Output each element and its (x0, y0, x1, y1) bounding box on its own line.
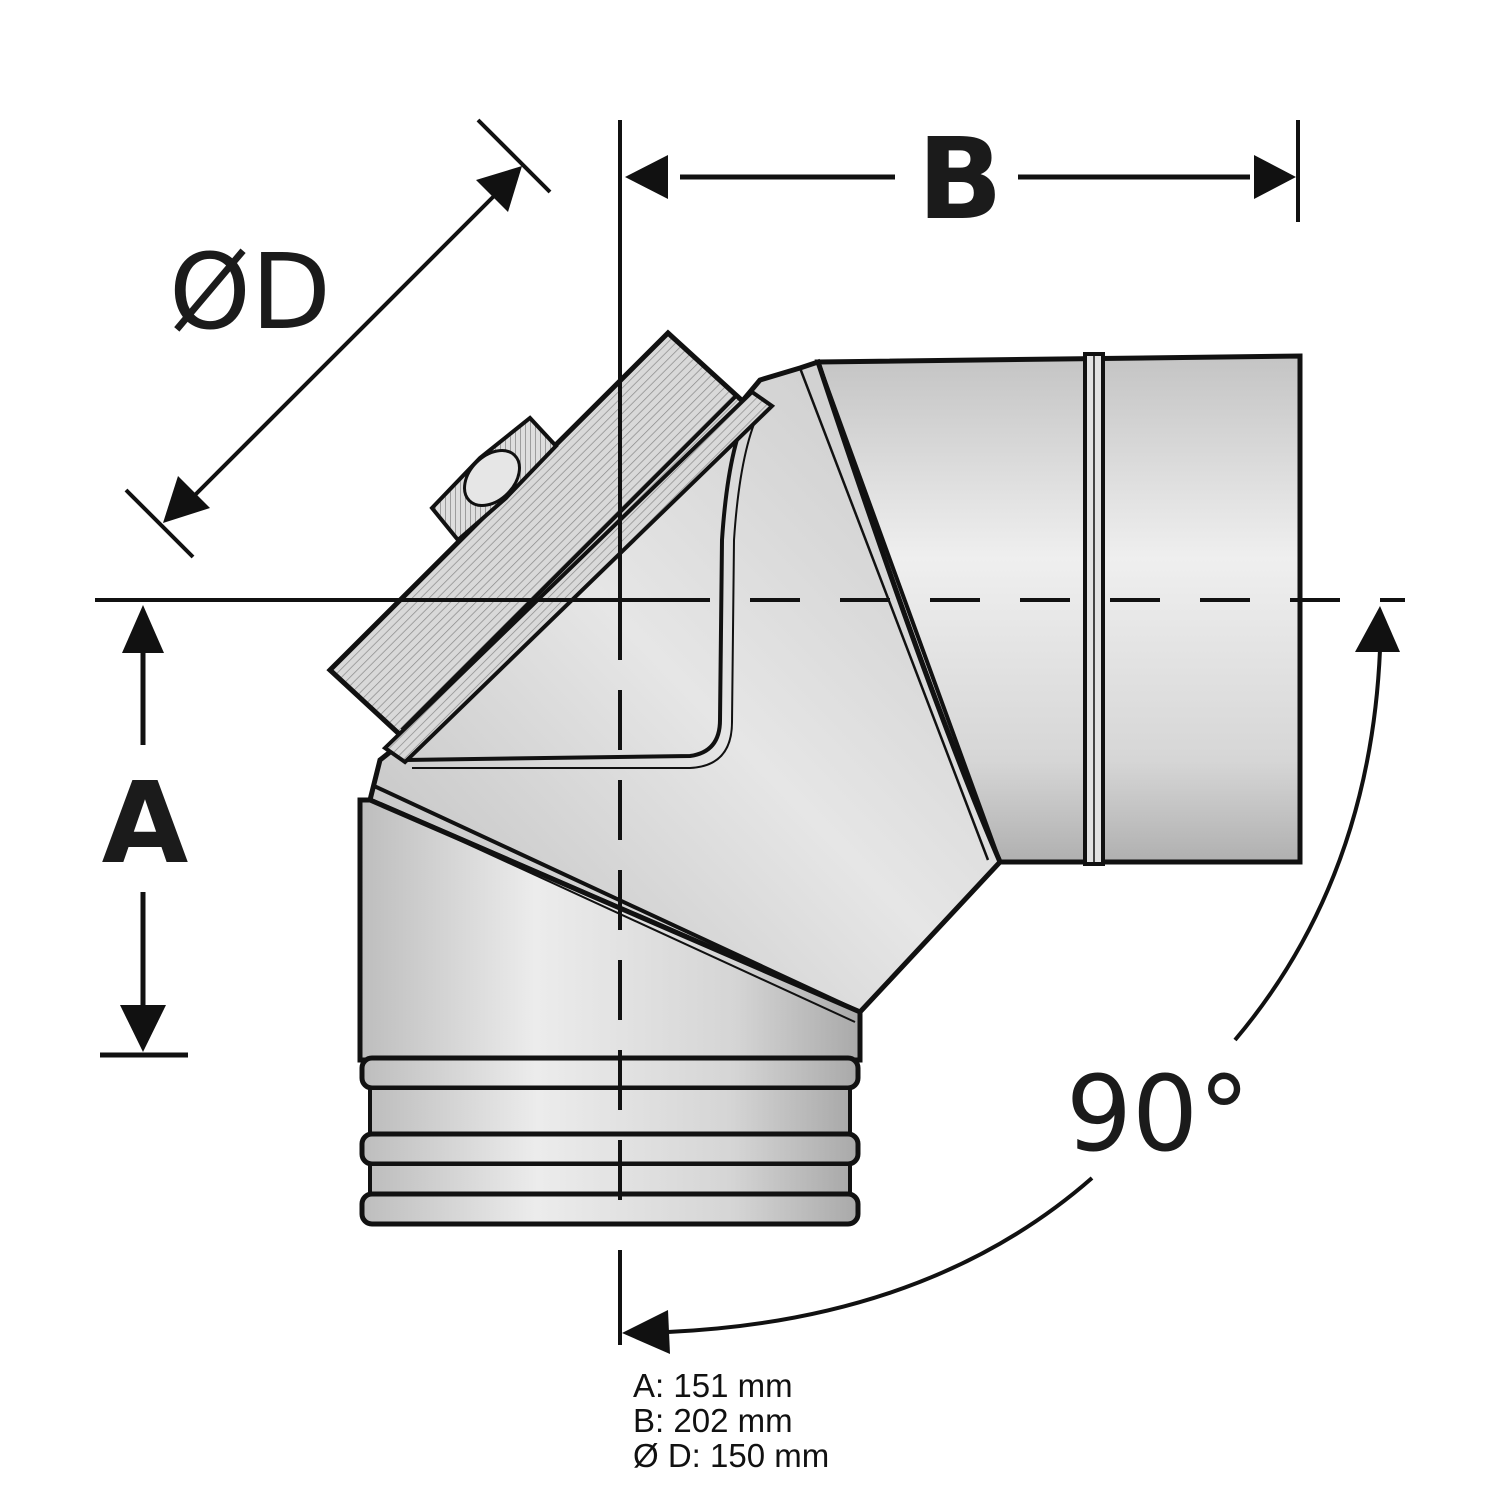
specs-list: A: 151 mm B: 202 mm Ø D: 150 mm (633, 1368, 829, 1473)
seam-lower (371, 783, 861, 1014)
label-angle: 90° (1066, 1053, 1250, 1175)
spec-b-value: 202 mm (673, 1402, 793, 1439)
spec-a: A: 151 mm (633, 1368, 829, 1403)
inlet-spigot (359, 1055, 861, 1227)
seam-upper-inner (798, 367, 990, 861)
spec-a-label: A: (633, 1367, 665, 1404)
seam-upper (816, 361, 1002, 863)
inspection-opening-inner (412, 409, 761, 769)
label-a: A (102, 759, 189, 889)
dimension-diameter: ØD (124, 118, 552, 559)
spec-b: B: 202 mm (633, 1403, 829, 1438)
dimension-a: A (100, 605, 189, 1058)
elbow-body (326, 329, 1303, 1227)
spec-d: Ø D: 150 mm (633, 1438, 829, 1473)
spec-b-label: B: (633, 1402, 665, 1439)
dimension-b: B (625, 115, 1300, 245)
spec-d-value: 150 mm (710, 1437, 830, 1474)
inspection-cover (326, 329, 776, 765)
spec-d-label: Ø D: (633, 1437, 701, 1474)
angle-indicator: 90° (622, 606, 1400, 1354)
spec-a-value: 151 mm (673, 1367, 793, 1404)
label-diameter: ØD (169, 231, 331, 353)
center-lines (95, 120, 1405, 1345)
seam-lower-inner (371, 799, 856, 1023)
label-b: B (917, 115, 1002, 245)
